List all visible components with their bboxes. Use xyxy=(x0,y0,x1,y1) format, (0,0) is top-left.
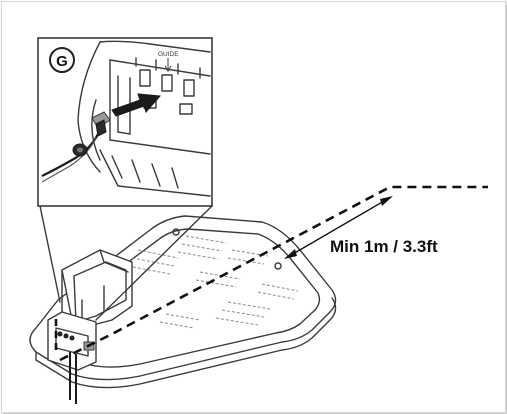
callout-leader xyxy=(39,205,213,321)
guide-wire xyxy=(54,185,488,362)
callout-badge xyxy=(49,47,75,73)
callout-letter: G xyxy=(56,53,68,70)
measurement-label: Min 1m / 3.3ft xyxy=(330,237,438,256)
inset-detail: GUIDE G xyxy=(37,37,213,207)
measurement-arrow xyxy=(284,196,393,259)
station-cable xyxy=(69,352,77,404)
slot-label-guide: GUIDE xyxy=(158,51,179,58)
arrow-right-icon xyxy=(111,93,162,117)
